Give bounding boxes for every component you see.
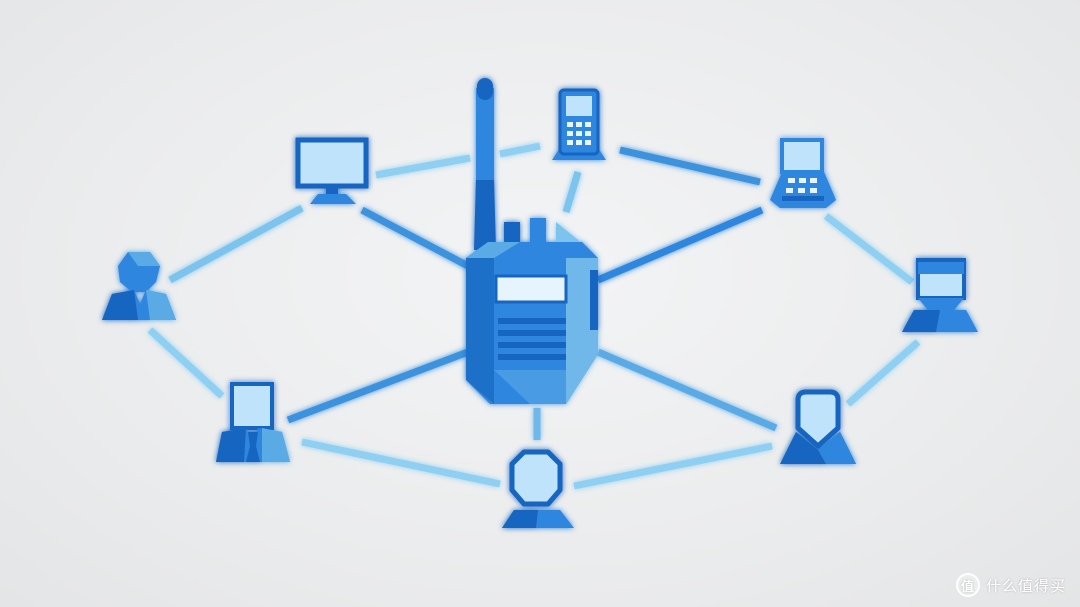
person-right-icon (902, 258, 978, 332)
watermark-logo-icon: 值 (955, 573, 980, 597)
connection-lines (147, 142, 921, 490)
link-person-left-monitor (168, 204, 304, 284)
person-left-icon (102, 252, 176, 320)
radio-hub-icon (466, 78, 598, 404)
person-tie-icon (216, 382, 290, 462)
link-tie-bottom (301, 438, 501, 488)
watermark: 值 什么值得买 (955, 573, 1066, 597)
link-hub-deskphone (596, 206, 764, 284)
link-monitor-cellphone (375, 154, 471, 179)
cellphone-icon (552, 88, 606, 160)
link-cellphone-deskphone (619, 146, 761, 186)
link-person-left-tie (147, 327, 225, 399)
desk-phone-icon (770, 138, 836, 208)
link-hub-tie (286, 348, 470, 424)
link-bottom-bottomright (573, 442, 773, 490)
link-person-right-bottomright (845, 339, 921, 407)
link-deskphone-person-right (823, 213, 915, 285)
link-hub-cellphone (562, 170, 582, 214)
link-hub-monitor (360, 206, 470, 270)
person-bottom-right-icon (780, 389, 856, 464)
watermark-text: 什么值得买 (985, 576, 1066, 595)
link-hub-bottomright (596, 348, 778, 432)
monitor-icon (295, 137, 369, 204)
person-bottom-icon (502, 449, 574, 528)
link-monitor-cellphone-2 (499, 142, 541, 158)
